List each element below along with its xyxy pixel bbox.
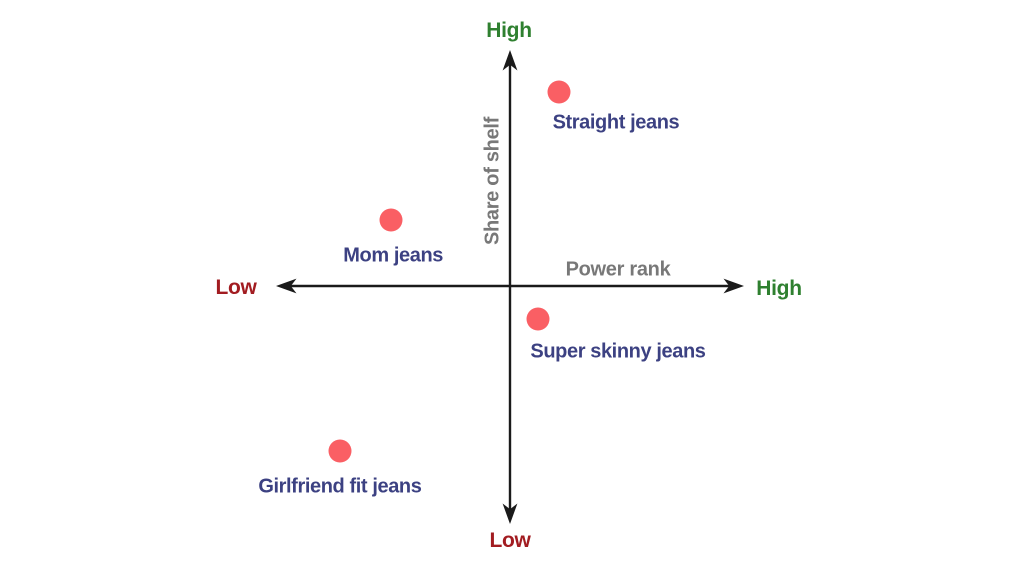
point-label-mom-jeans: Mom jeans <box>343 244 444 267</box>
point-label-super-skinny-jeans: Super skinny jeans <box>530 340 706 363</box>
point-dot-mom-jeans <box>379 208 403 232</box>
arrow-left-icon <box>276 278 297 294</box>
point-dot-straight-jeans <box>547 80 571 104</box>
x-axis-high-label: High <box>756 277 802 300</box>
y-axis-high-label: High <box>486 19 532 42</box>
point-dot-girlfriend-fit-jeans <box>328 439 352 463</box>
arrow-down-icon <box>502 503 518 524</box>
x-axis-low-label: Low <box>215 276 257 299</box>
y-axis-title: Share of shelf <box>481 116 504 246</box>
point-dot-super-skinny-jeans <box>526 307 550 331</box>
arrow-right-icon <box>723 278 744 294</box>
point-label-straight-jeans: Straight jeans <box>552 111 680 134</box>
arrow-up-icon <box>502 50 518 71</box>
point-label-girlfriend-fit-jeans: Girlfriend fit jeans <box>258 475 422 498</box>
y-axis-low-label: Low <box>489 529 531 552</box>
x-axis-title: Power rank <box>565 258 671 281</box>
